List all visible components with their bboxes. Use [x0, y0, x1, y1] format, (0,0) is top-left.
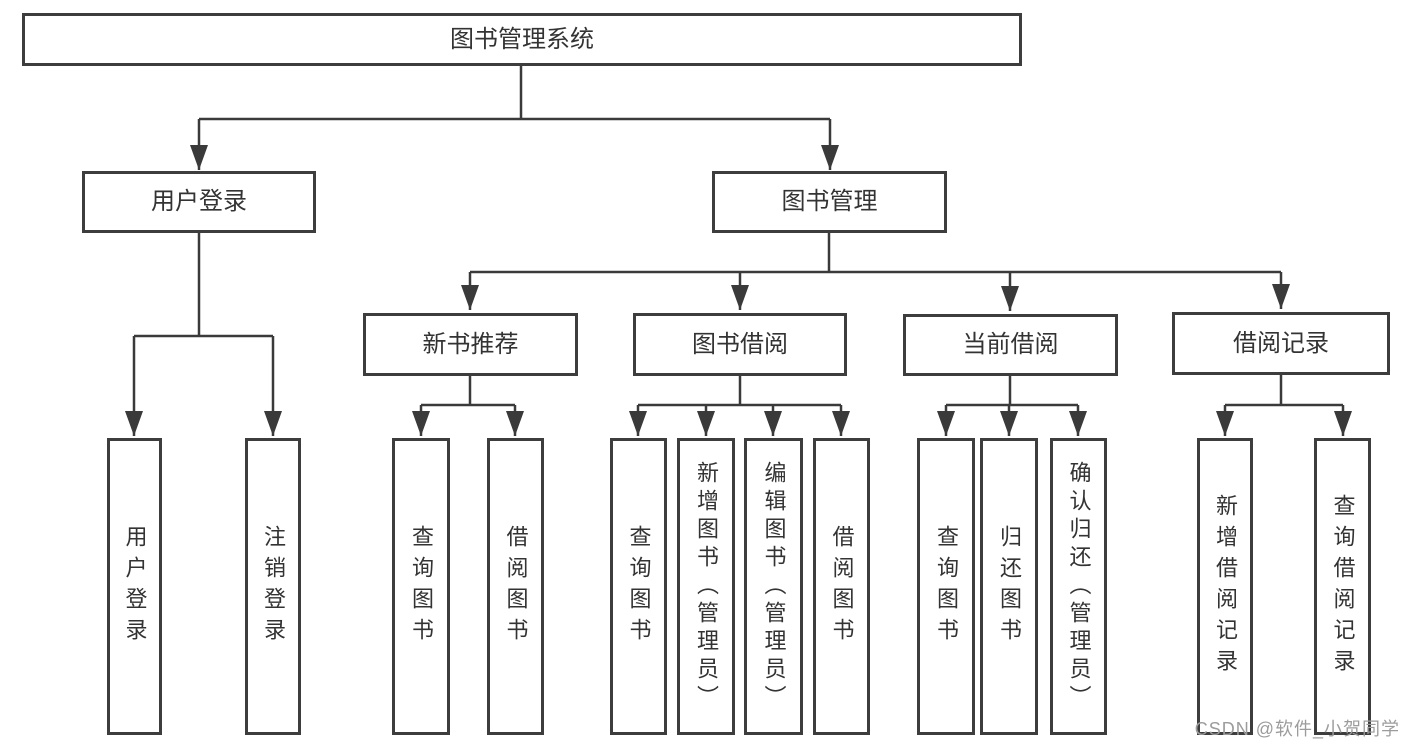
- watermark: CSDN @软件_小贺同学: [1194, 719, 1400, 739]
- node-root: 图书管理系统: [22, 13, 1022, 66]
- node-leaf-borrow-book-b: 借阅图书: [813, 438, 870, 735]
- node-leaf-return-book-label: 归还图书: [997, 524, 1022, 649]
- node-leaf-add-book: 新增图书（管理员）: [677, 438, 735, 735]
- node-new-book-rec: 新书推荐: [363, 313, 578, 376]
- node-current-borrow: 当前借阅: [903, 314, 1118, 376]
- node-leaf-borrow-book-a: 借阅图书: [487, 438, 544, 735]
- node-leaf-query-book-c: 查询图书: [917, 438, 975, 735]
- node-leaf-query-book-b: 查询图书: [610, 438, 667, 735]
- node-current-borrow-label: 当前借阅: [962, 331, 1059, 358]
- node-leaf-add-borrow-record-label: 新增借阅记录: [1213, 493, 1238, 680]
- node-leaf-query-book-a-label: 查询图书: [409, 524, 434, 649]
- node-leaf-user-login: 用户登录: [107, 438, 162, 735]
- node-leaf-edit-book-label: 编辑图书（管理员）: [761, 460, 787, 713]
- node-leaf-confirm-return-label: 确认归还（管理员）: [1066, 460, 1092, 713]
- node-borrow-records: 借阅记录: [1172, 312, 1390, 375]
- node-book-mgmt: 图书管理: [712, 171, 947, 233]
- node-leaf-logout: 注销登录: [245, 438, 301, 735]
- node-leaf-query-borrow-record-label: 查询借阅记录: [1330, 493, 1356, 680]
- node-book-mgmt-label: 图书管理: [781, 188, 878, 215]
- node-leaf-borrow-book-a-label: 借阅图书: [503, 524, 529, 649]
- node-leaf-confirm-return: 确认归还（管理员）: [1050, 438, 1107, 735]
- node-leaf-borrow-book-b-label: 借阅图书: [829, 524, 855, 649]
- node-root-label: 图书管理系统: [450, 25, 594, 53]
- node-leaf-add-borrow-record: 新增借阅记录: [1197, 438, 1253, 735]
- node-user-login-label: 用户登录: [151, 188, 247, 215]
- node-leaf-logout-label: 注销登录: [261, 524, 286, 649]
- node-leaf-query-book-a: 查询图书: [392, 438, 450, 735]
- node-borrow-records-label: 借阅记录: [1233, 329, 1329, 357]
- node-leaf-query-book-c-label: 查询图书: [934, 524, 959, 649]
- node-user-login: 用户登录: [82, 171, 316, 233]
- node-leaf-query-borrow-record: 查询借阅记录: [1314, 438, 1371, 735]
- node-leaf-return-book: 归还图书: [980, 438, 1038, 735]
- node-leaf-edit-book: 编辑图书（管理员）: [744, 438, 803, 735]
- node-leaf-user-login-label: 用户登录: [122, 524, 148, 649]
- node-leaf-query-book-b-label: 查询图书: [626, 524, 652, 649]
- node-book-borrow-label: 图书借阅: [692, 330, 788, 358]
- node-new-book-rec-label: 新书推荐: [422, 330, 519, 358]
- node-leaf-add-book-label: 新增图书（管理员）: [694, 460, 719, 713]
- node-book-borrow: 图书借阅: [633, 313, 847, 376]
